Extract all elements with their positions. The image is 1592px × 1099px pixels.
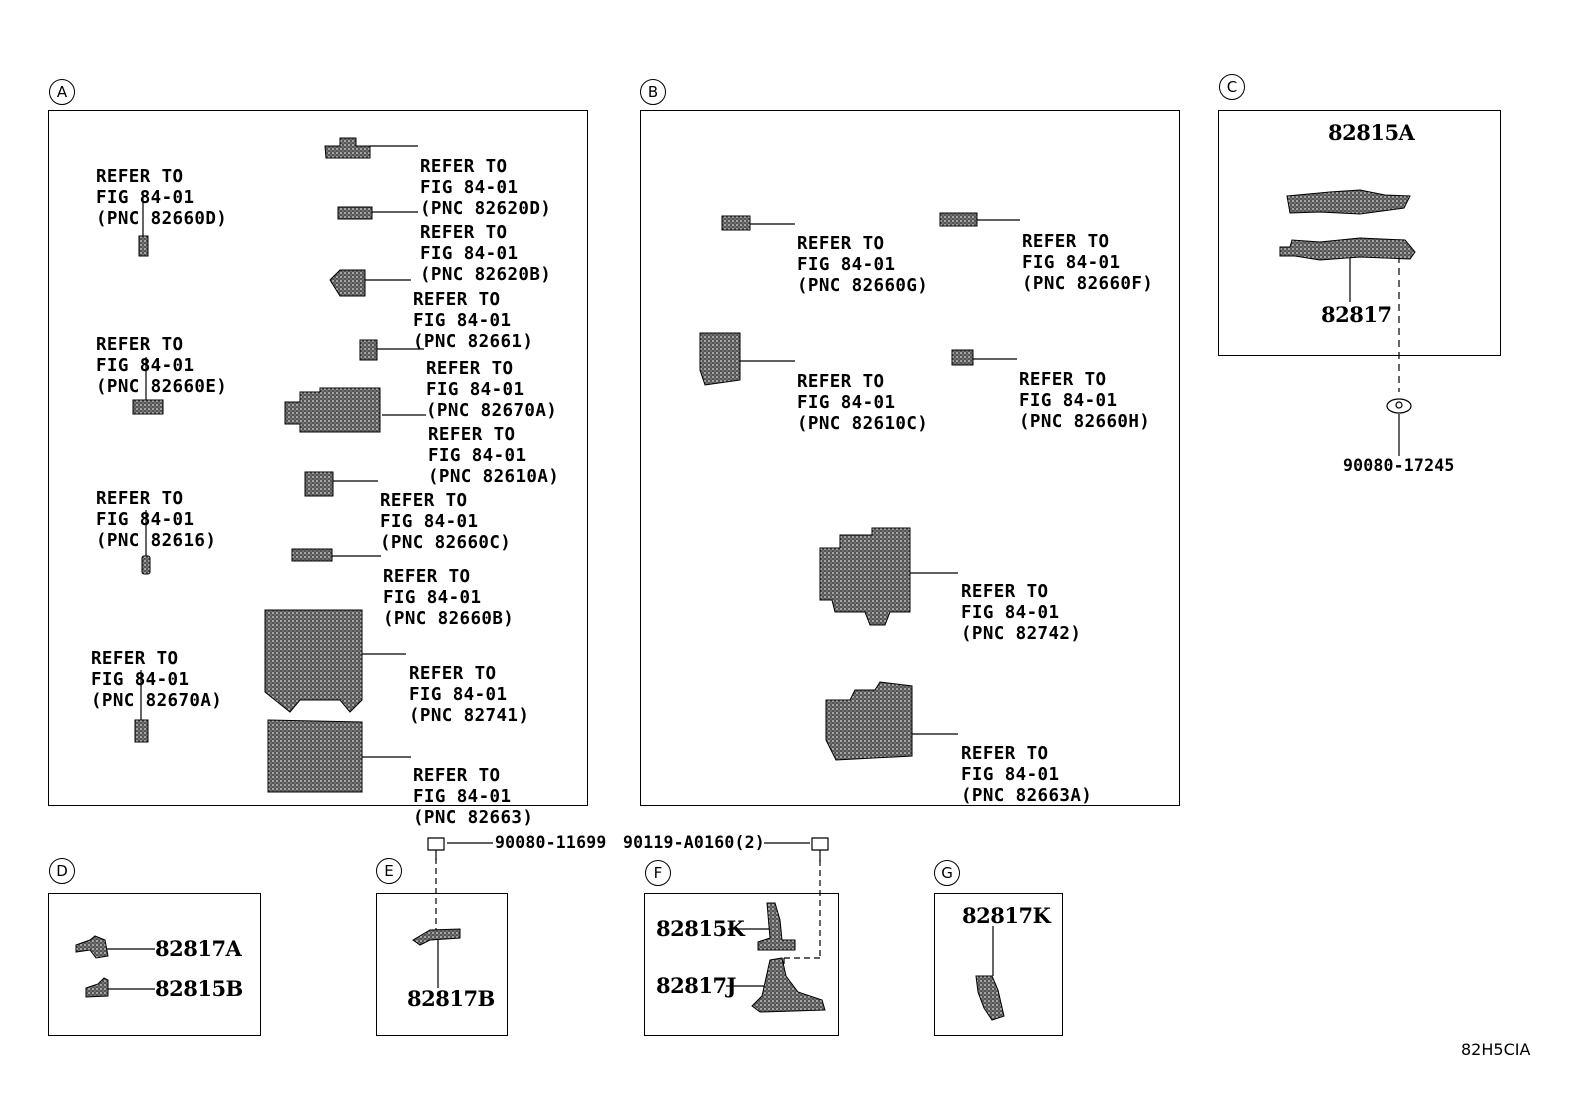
panel-d xyxy=(48,893,261,1036)
section-badge-a: A xyxy=(49,79,75,105)
panel-a xyxy=(48,110,588,806)
part-number-82817: 82817 xyxy=(1321,302,1392,327)
panel-b xyxy=(640,110,1180,806)
part-number-82815b: 82815B xyxy=(155,976,243,1001)
part-number-82815k: 82815K xyxy=(656,916,745,941)
panel-f xyxy=(644,893,839,1036)
part-number-82815a: 82815A xyxy=(1328,120,1415,145)
part-number-82817j: 82817J xyxy=(656,973,737,998)
part-number-82817k: 82817K xyxy=(962,903,1051,928)
fastener-number-90080-11699: 90080-11699 xyxy=(495,833,607,852)
fastener-number-90080-17245: 90080-17245 xyxy=(1343,456,1455,475)
section-badge-g: G xyxy=(934,860,960,886)
panel-g xyxy=(934,893,1063,1036)
section-badge-d: D xyxy=(49,858,75,884)
section-badge-f: F xyxy=(645,860,671,886)
fastener-number-90119-a0160: 90119-A0160(2) xyxy=(623,833,765,852)
diagram-code: 82H5CIA xyxy=(1461,1040,1531,1059)
section-badge-b: B xyxy=(640,79,666,105)
section-badge-c: C xyxy=(1219,74,1245,100)
section-badge-e: E xyxy=(376,858,402,884)
part-number-82817b: 82817B xyxy=(407,986,495,1011)
part-number-82817a: 82817A xyxy=(155,936,242,961)
panel-e xyxy=(376,893,508,1036)
panel-c xyxy=(1218,110,1501,356)
